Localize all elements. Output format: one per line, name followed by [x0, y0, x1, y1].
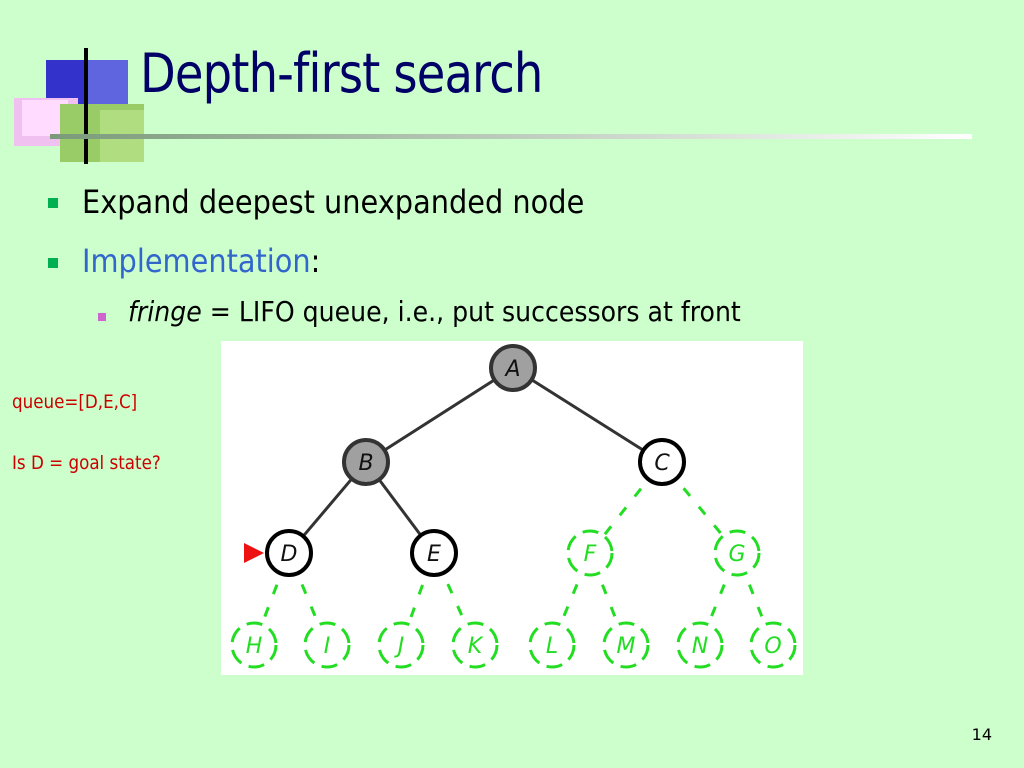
implementation-link[interactable]: Implementation [82, 242, 311, 280]
tree-node-label: F [584, 542, 597, 567]
bullet-text-suffix: : [310, 242, 321, 280]
tree-node-m: M [602, 621, 650, 669]
tree-node-circle [489, 344, 537, 392]
tree-node-n: N [676, 621, 724, 669]
tree-node-circle [713, 529, 761, 577]
sub-bullet-fringe: fringe = LIFO queue, i.e., put successor… [128, 295, 741, 328]
tree-markers [244, 543, 264, 563]
tree-node-circle [749, 621, 797, 669]
tree-node-label: G [728, 542, 745, 567]
tree-node-c: C [638, 438, 686, 486]
bullet-item-expand: Expand deepest unexpanded node [82, 183, 584, 221]
fringe-term: fringe [128, 295, 202, 328]
tree-node-l: L [528, 621, 576, 669]
tree-node-circle [638, 438, 686, 486]
title-underline [50, 134, 972, 139]
tree-edge-f-l [559, 572, 583, 626]
tree-node-circle [602, 621, 650, 669]
bullet-marker [48, 258, 58, 268]
tree-node-label: C [654, 451, 670, 476]
tree-node-e: E [410, 529, 458, 577]
tree-node-circle [342, 438, 390, 486]
tree-node-circle [265, 529, 313, 577]
tree-node-k: K [451, 621, 499, 669]
tree-node-f: F [566, 529, 614, 577]
tree-node-h: H [230, 621, 278, 669]
tree-edge-c-g [674, 478, 725, 537]
tree-node-label: O [764, 634, 781, 659]
tree-node-o: O [749, 621, 797, 669]
tree-node-i: I [303, 621, 351, 669]
tree-node-label: J [394, 634, 405, 659]
tree-node-label: D [281, 542, 298, 567]
slide-title: Depth-first search [140, 42, 543, 105]
sub-bullet-text: = LIFO queue, i.e., put successors at fr… [201, 295, 741, 328]
tree-node-d: D [265, 529, 313, 577]
tree-node-circle [566, 529, 614, 577]
tree-edge-b-e [377, 478, 423, 537]
tree-node-label: I [324, 634, 331, 659]
bullet-text: Expand deepest unexpanded node [82, 183, 585, 221]
tree-node-circle [410, 529, 458, 577]
tree-edge-d-i [296, 572, 320, 626]
tree-node-circle [528, 621, 576, 669]
tree-node-label: L [546, 634, 558, 659]
tree-edge-g-o [743, 572, 767, 626]
tree-edge-g-n [706, 572, 731, 626]
tree-node-circle [676, 621, 724, 669]
tree-node-circle [303, 621, 351, 669]
tree-node-label: K [468, 634, 484, 659]
queue-note: queue=[D,E,C] [12, 391, 138, 413]
tree-node-circle [451, 621, 499, 669]
tree-node-label: N [692, 634, 708, 659]
sub-bullet-marker [98, 313, 106, 321]
search-tree-panel: A B C D E F G H I J K L M N O [221, 341, 803, 675]
tree-node-a: A [489, 344, 537, 392]
tree-node-label: H [246, 634, 263, 659]
tree-edge-d-h [260, 573, 283, 625]
search-tree-diagram: A B C D E F G H I J K L M N O [230, 344, 797, 669]
current-node-marker-icon [244, 543, 264, 563]
tree-edge-f-m [596, 572, 620, 626]
tree-edge-e-k [441, 572, 468, 626]
tree-node-b: B [342, 438, 390, 486]
bullet-item-implementation: Implementation: [82, 242, 320, 280]
tree-edge-b-d [302, 477, 353, 538]
tree-edge-c-f [602, 478, 650, 537]
tree-edge-a-c [530, 378, 645, 452]
tree-node-circle [230, 621, 278, 669]
goal-question-note: Is D = goal state? [12, 452, 161, 474]
tree-node-circle [377, 621, 425, 669]
tree-node-label: E [427, 542, 441, 567]
tree-node-g: G [713, 529, 761, 577]
tree-edges [260, 378, 767, 626]
tree-node-j: J [377, 621, 425, 669]
bullet-marker [48, 198, 58, 208]
slide-logo-decoration [14, 48, 144, 164]
tree-edge-a-b [383, 378, 496, 452]
tree-edge-e-j [407, 573, 428, 625]
tree-node-label: A [503, 357, 520, 382]
tree-node-label: M [617, 634, 636, 659]
tree-node-label: B [358, 451, 373, 476]
page-number: 14 [971, 725, 992, 744]
tree-nodes: A B C D E F G H I J K L M N O [230, 344, 797, 669]
